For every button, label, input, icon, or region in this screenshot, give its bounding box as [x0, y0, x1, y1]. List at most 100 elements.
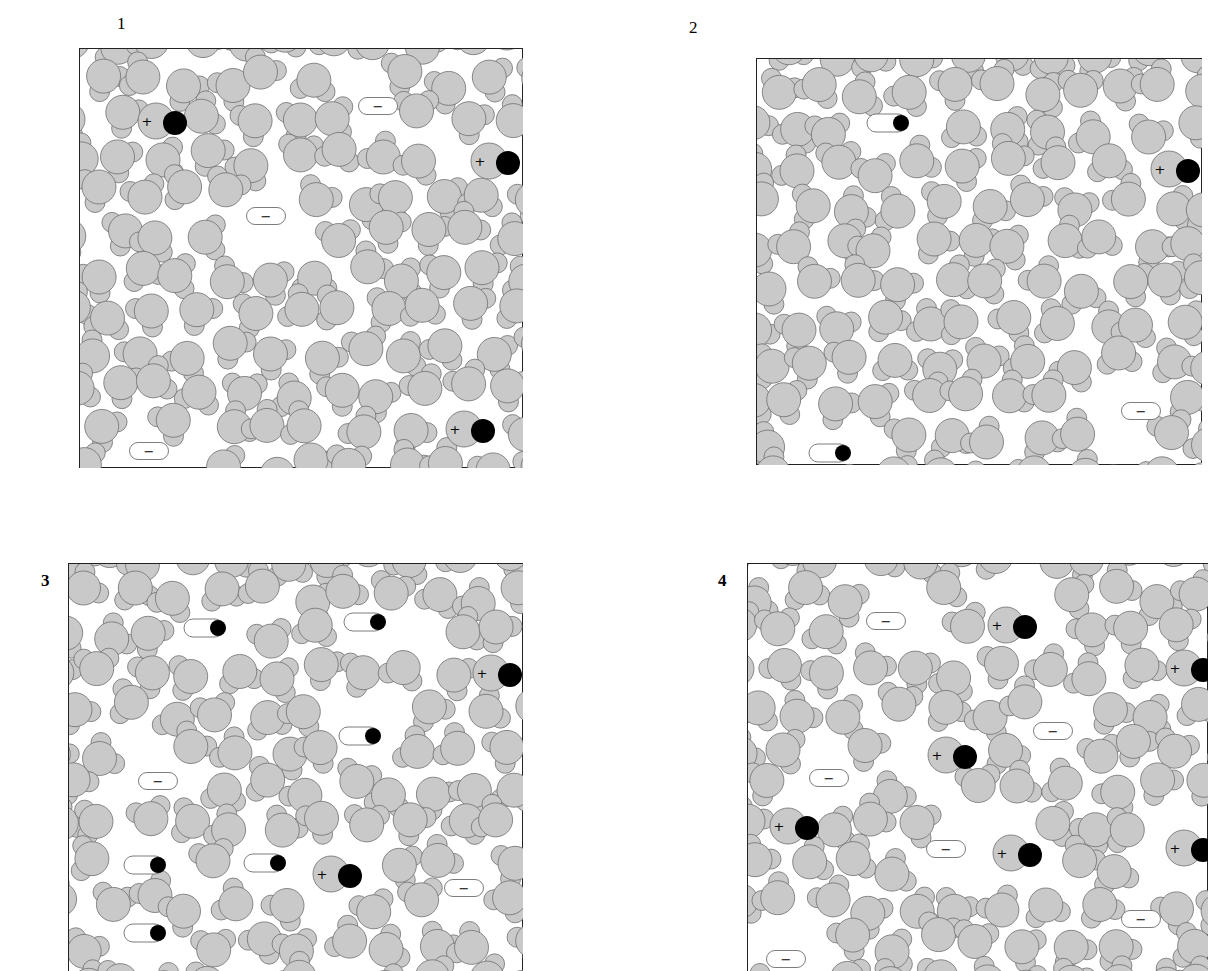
- acid-molecule: [339, 727, 381, 745]
- oxygen-atom: [922, 918, 956, 952]
- oxygen-atom: [1072, 662, 1106, 696]
- oxygen-atom: [782, 313, 816, 347]
- water-molecule: [1186, 66, 1203, 109]
- hydrogen-atom: [523, 947, 524, 967]
- water-molecule: [873, 343, 918, 380]
- water-molecule: [1170, 956, 1208, 971]
- oxygen-atom: [382, 848, 416, 882]
- oxygen-atom: [470, 961, 504, 971]
- oxygen-atom: [1186, 74, 1203, 108]
- water-molecule: [448, 49, 491, 55]
- water-molecule: [367, 288, 406, 333]
- hydrogen-ion: [471, 419, 495, 443]
- water-molecule: [69, 564, 109, 605]
- water-molecule: [125, 294, 168, 337]
- water-molecule: [378, 651, 422, 691]
- oxygen-atom: [968, 264, 1002, 298]
- oxygen-atom: [190, 966, 224, 971]
- oxygen-atom: [1160, 892, 1194, 926]
- water-molecule: [945, 148, 986, 191]
- water-molecule: [415, 578, 458, 619]
- anion: −: [1121, 910, 1161, 928]
- anion-pill: [1122, 403, 1161, 420]
- water-molecule: [991, 134, 1034, 176]
- water-molecule: [277, 695, 320, 737]
- water-molecule: [110, 679, 148, 724]
- water-molecule: [930, 67, 973, 110]
- water-molecule: [484, 881, 524, 923]
- oxygen-atom: [448, 210, 482, 244]
- oxygen-atom: [809, 656, 843, 690]
- oxygen-atom: [134, 802, 168, 836]
- anion: −: [138, 772, 178, 790]
- water-molecule: [517, 58, 524, 96]
- charge-minus: −: [1136, 913, 1147, 926]
- water-molecule: [801, 656, 844, 699]
- oxygen-atom: [428, 447, 462, 470]
- oxygen-atom: [1157, 564, 1191, 567]
- water-molecule: [864, 564, 905, 577]
- charge-minus: −: [941, 843, 952, 856]
- oxygen-atom: [223, 655, 257, 689]
- water-molecule: [437, 658, 479, 701]
- oxygen-atom: [842, 80, 876, 114]
- oxygen-atom: [286, 695, 320, 729]
- oxygen-atom: [750, 764, 784, 798]
- oxygen-atom: [757, 313, 772, 347]
- oxygen-atom: [304, 648, 338, 682]
- oxygen-atom: [1187, 763, 1208, 797]
- oxygen-atom: [465, 251, 499, 285]
- water-molecule: [1207, 609, 1208, 652]
- hydrogen-ion: [163, 111, 187, 135]
- water-molecule: [469, 686, 510, 729]
- acid-molecule: [184, 619, 226, 637]
- water-molecule: [1177, 687, 1208, 725]
- water-molecule: [1179, 105, 1203, 148]
- water-molecule: [875, 186, 915, 230]
- oxygen-atom: [924, 960, 958, 971]
- oxygen-atom: [400, 734, 434, 768]
- oxygen-atom: [1179, 577, 1208, 611]
- oxygen-atom: [452, 367, 486, 401]
- beaker-panel: 1+++−−−: [79, 48, 523, 468]
- water-molecule: [479, 610, 522, 653]
- oxygen-atom: [317, 49, 351, 56]
- hydrogen-ion: [1191, 838, 1208, 862]
- water-molecule: [875, 849, 916, 892]
- oxygen-atom: [101, 140, 135, 174]
- water-molecule: [399, 364, 442, 406]
- anion-pill: [867, 613, 906, 630]
- oxygen-atom: [446, 615, 480, 649]
- water-molecule: [74, 648, 119, 685]
- oxygen-atom: [357, 895, 391, 929]
- water-molecule: [184, 91, 225, 134]
- oxygen-atom: [516, 924, 524, 958]
- oxygen-atom: [352, 564, 386, 567]
- water-molecule: [1207, 729, 1208, 767]
- charge-plus: +: [1155, 163, 1166, 176]
- water-molecule: [1136, 457, 1179, 466]
- water-molecule: [412, 213, 455, 256]
- oxygen-atom: [490, 730, 524, 764]
- oxygen-atom: [1054, 965, 1088, 971]
- water-molecule: [1129, 114, 1173, 154]
- oxygen-atom: [927, 184, 961, 218]
- water-molecule: [1141, 763, 1184, 806]
- water-molecule: [482, 730, 524, 773]
- oxygen-atom: [1036, 806, 1070, 840]
- water-molecule: [290, 63, 335, 101]
- panel-number: 3: [41, 572, 50, 589]
- oxygen-atom: [766, 733, 800, 767]
- water-molecule: [757, 59, 758, 60]
- water-molecule: [491, 369, 524, 412]
- oxygen-atom: [836, 842, 870, 876]
- oxygen-atom: [479, 610, 513, 644]
- oxygen-atom: [207, 773, 241, 807]
- water-molecule: [164, 165, 201, 210]
- oxygen-atom: [284, 138, 318, 172]
- water-molecule: [1180, 254, 1203, 299]
- water-molecule: [433, 723, 475, 766]
- oxygen-atom: [128, 180, 162, 214]
- oxygen-atom: [1092, 144, 1126, 178]
- oxygen-atom: [297, 63, 331, 97]
